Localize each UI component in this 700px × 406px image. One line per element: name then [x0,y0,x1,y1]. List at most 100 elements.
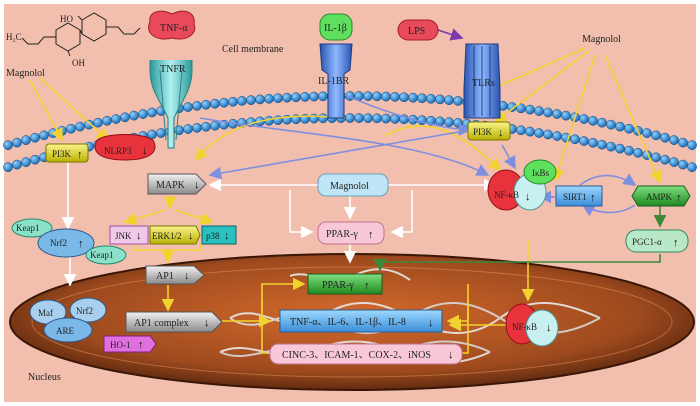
magnolol-center-node: Magnolol [317,173,389,197]
membrane-bead-inner [678,159,688,170]
nrf2-nuc-node: Nrf2 [69,297,107,323]
pparg-cyto-node: PPAR-γ ↑ [317,221,385,245]
svg-text:Keap1: Keap1 [16,223,40,233]
svg-text:Nrf2: Nrf2 [50,238,67,248]
membrane-bead-inner [345,113,355,123]
molecule-oh-bottom: OH [72,58,85,68]
membrane-bead-outer [21,135,31,145]
svg-text:↑: ↑ [368,229,374,241]
membrane-bead-outer [255,94,265,105]
membrane-bead-outer [399,92,409,103]
pi3k-left-node: PI3K ↑ [45,143,89,163]
membrane-bead-outer [39,130,49,141]
membrane-bead-inner [606,141,616,152]
ampk-node: AMPK ↑ [631,185,691,207]
membrane-bead-inner [183,124,193,134]
pparg-nuc-node: PPAR-γ ↑ [307,273,383,295]
membrane-bead-inner [444,117,454,127]
svg-text:↓: ↓ [428,317,434,329]
membrane-bead-outer [66,123,76,134]
membrane-bead-outer [219,97,229,108]
membrane-bead-outer [192,100,202,111]
membrane-bead-outer [309,91,319,102]
svg-text:Maf: Maf [38,308,53,318]
membrane-bead-inner [381,113,391,124]
membrane-bead-outer [237,96,247,106]
maf-node: Maf [29,299,67,325]
svg-text:MAPK: MAPK [156,180,186,191]
svg-text:↓: ↓ [498,127,504,139]
molecule-ch2-label: H₂C [6,32,22,42]
svg-text:↓: ↓ [136,230,142,242]
membrane-bead-outer [363,91,373,101]
membrane-bead-inner [201,121,211,132]
cytokines-node: TNF-α、IL-6、IL-1β、IL-8 ↓ [279,309,443,333]
membrane-bead-outer [12,137,22,148]
membrane-bead-outer [597,117,607,128]
membrane-bead-inner [363,113,373,123]
svg-text:↓: ↓ [546,322,552,334]
nrf2-left-node: Nrf2 ↑ [37,228,95,258]
membrane-bead-inner [543,129,553,140]
membrane-bead-outer [291,92,301,103]
membrane-bead-outer [651,130,661,141]
membrane-bead-inner [309,113,319,124]
il1br-receptor [319,13,353,119]
pathway-arrows [29,28,667,354]
membrane-bead-outer [120,112,130,123]
keap1-top-node: Keap1 [11,218,53,238]
tnfa-label: TNF-α [160,23,188,34]
membrane-bead-outer [75,121,85,132]
keap1-bottom-node: Keap1 [85,245,127,265]
membrane-bead-outer [453,96,463,106]
svg-text:↑: ↑ [364,280,370,292]
svg-text:p38: p38 [206,231,220,241]
tnfr-label: TNFR [160,64,186,75]
membrane-bead-outer [687,140,697,150]
membrane-bead-outer [678,137,688,148]
mapk-node: MAPK ↓ [147,173,207,195]
membrane-bead-inner [210,120,220,131]
membrane-bead-outer [642,128,652,138]
membrane-bead-inner [12,159,22,170]
membrane-bead-outer [624,123,634,134]
svg-text:↑: ↑ [673,237,679,249]
molecule-oh-top: HO [60,14,73,24]
membrane-bead-inner [516,125,526,136]
svg-text:PPAR-γ: PPAR-γ [322,280,354,291]
tnfr-receptor [149,60,193,149]
membrane-bead-outer [579,114,589,124]
membrane-bead-outer [588,115,598,126]
magnolol-right-label: Magnolol [582,34,621,45]
membrane-bead-inner [453,118,463,128]
svg-text:↓: ↓ [194,179,200,191]
membrane-bead-inner [30,154,40,165]
erk-node: ERK1/2 ↓ [149,225,201,245]
membrane-bead-outer [615,121,625,132]
tlrs-receptor [463,43,501,119]
lps-ligand [397,19,439,41]
membrane-bead-outer [444,95,454,105]
svg-text:↑: ↑ [138,339,144,351]
nfkb-cyto-node: NF-κB ↓ IκBs [487,159,557,211]
svg-text:PPAR-γ: PPAR-γ [326,229,358,240]
nlrp3-node: NLRP3 ↓ [94,134,156,161]
membrane-bead-outer [264,93,274,104]
lps-label: LPS [408,26,425,37]
il1b-label: IL-1β [324,23,347,34]
svg-text:AP1 complex: AP1 complex [134,318,189,329]
magnolol-left-label: Magnolol [6,68,45,79]
svg-text:↓: ↓ [142,145,148,157]
membrane-bead-inner [21,157,31,167]
cell-membrane-label: Cell membrane [222,44,284,55]
membrane-bead-inner [687,162,697,172]
magnolol-structure [21,12,141,57]
svg-text:NF-κB: NF-κB [512,322,537,332]
membrane-bead-outer [246,95,256,105]
membrane-bead-outer [435,94,445,105]
membrane-bead-outer [102,115,112,126]
svg-text:Keap1: Keap1 [90,250,114,260]
membrane-bead-outer [408,92,418,103]
ap1-complex-node: AP1 complex ↓ [125,311,223,333]
